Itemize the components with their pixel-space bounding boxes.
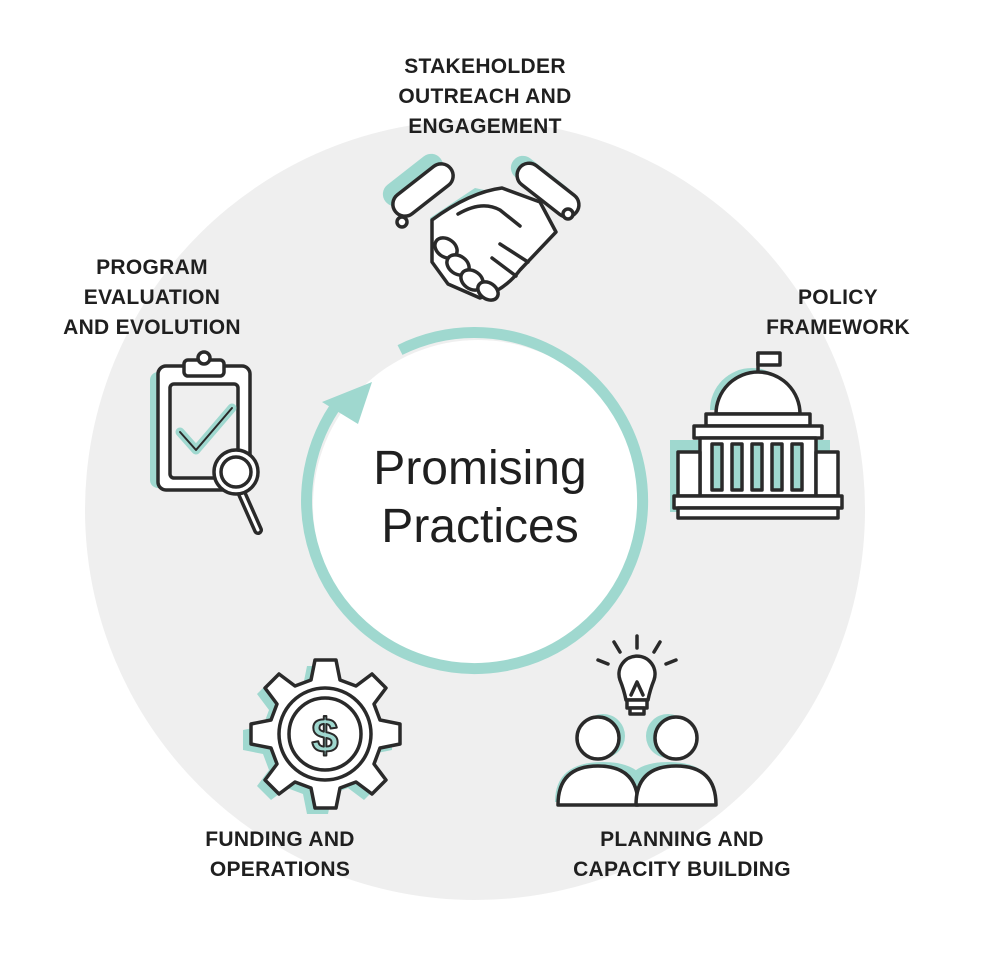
label-line: OUTREACH AND [398,85,572,108]
center-title-line-2: Practices [381,500,579,553]
team-lightbulb-icon [555,634,718,807]
label-line: ENGAGEMENT [408,115,562,138]
handshake-icon [382,153,581,302]
center-title: Promising Practices [330,440,630,556]
gear-dollar-icon: $ [243,658,402,814]
label-line: STAKEHOLDER [404,55,566,78]
label-line: PLANNING AND [600,828,764,851]
segment-label-policy: POLICY FRAMEWORK [748,283,928,343]
label-line: PROGRAM [96,256,208,279]
label-line: OPERATIONS [209,858,351,881]
label-line: AND EVOLUTION [63,316,241,339]
segment-label-stakeholder: STAKEHOLDER OUTREACH AND ENGAGEMENT [385,52,585,142]
label-line: FRAMEWORK [766,316,910,339]
label-line: CAPACITY BUILDING [573,858,791,881]
segment-label-funding: FUNDING AND OPERATIONS [180,825,380,885]
dollar-sign-glyph: $ [312,710,339,763]
label-line: EVALUATION [83,286,221,309]
capitol-building-icon [670,351,844,520]
center-title-line-1: Promising [373,442,587,495]
inner-circle [313,340,643,670]
cycle-arrow-ring [301,327,649,674]
clipboard-magnifier-icon [150,350,263,535]
label-line: POLICY [798,286,878,309]
label-line: FUNDING AND [205,828,355,851]
segment-label-planning: PLANNING AND CAPACITY BUILDING [562,825,802,885]
cycle-arrowhead [322,382,372,424]
segment-label-program: PROGRAM EVALUATION AND EVOLUTION [52,253,252,343]
